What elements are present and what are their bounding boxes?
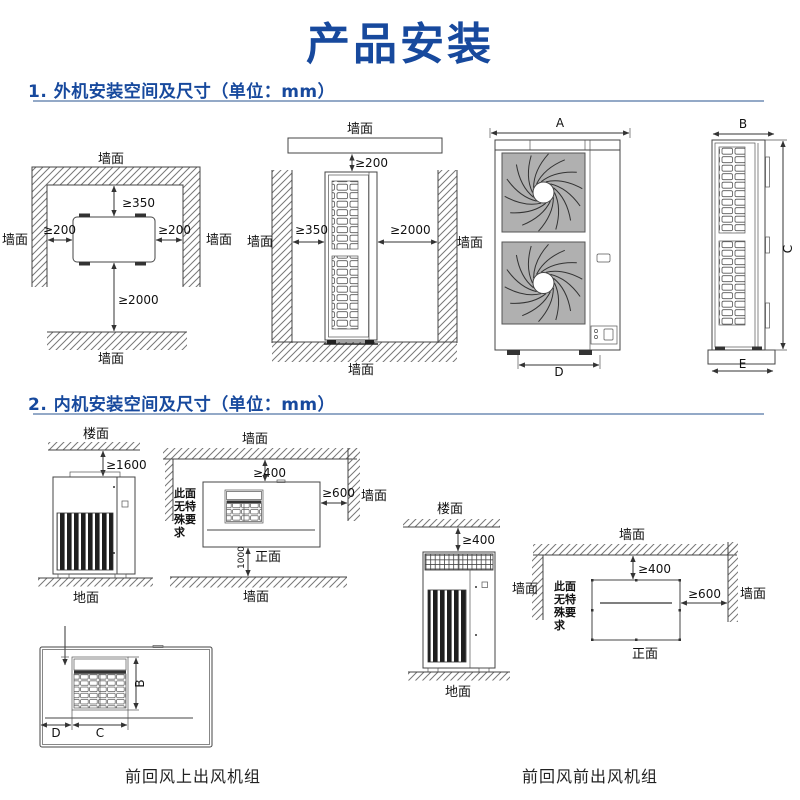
ground-hatching [408, 671, 510, 681]
wall-label: 墙面 [2, 233, 28, 248]
indoor-unit-body [39, 645, 213, 748]
dim-label: ≥2000 [118, 293, 159, 307]
ceiling-label: 楼面 [83, 427, 109, 442]
wall-hatching [532, 542, 738, 622]
dim-label: ≥350 [122, 196, 155, 210]
wall-label: 墙面 [361, 489, 387, 504]
dim-label: A [556, 116, 565, 130]
dim-label: ≥2000 [390, 223, 431, 237]
dim-label: B [739, 117, 747, 131]
wall-label: 墙面 [243, 590, 269, 605]
dimension-arrows [292, 154, 438, 245]
fan-grille [504, 153, 583, 232]
section2-heading: 2. 内机安装空间及尺寸（单位：mm） [28, 395, 336, 415]
no-special-requirement-note: 此面无特殊要求 [554, 580, 576, 632]
ground-label: 地面 [445, 685, 471, 700]
wall-label: 墙面 [740, 587, 766, 602]
outdoor-unit-side [324, 171, 378, 345]
wall-hatching [271, 137, 458, 362]
wall-label: 墙面 [247, 235, 273, 250]
dim-label: ≥200 [158, 223, 191, 237]
wall-hatching [163, 448, 360, 588]
indoor-unit [422, 551, 496, 673]
front-label: 正面 [255, 550, 281, 565]
section2-divider [33, 413, 764, 415]
no-special-requirement-note: 此面无特殊要求 [174, 487, 196, 539]
width-dimension [489, 128, 631, 138]
dim-label: ≥600 [322, 486, 355, 500]
dim-label: B [133, 679, 147, 687]
wall-label: 墙面 [98, 152, 124, 167]
dim-label: ≥1600 [106, 458, 147, 472]
dim-label: ≥200 [355, 156, 388, 170]
outdoor-top-view-diagram: 墙面 ≥350 ≥200 ≥200 ≥2000 墙面 墙面 [2, 152, 232, 367]
wall-label: 墙面 [512, 582, 538, 597]
caption-top-outlet-unit: 前回风上出风机组 [124, 767, 261, 786]
dim-label: ≥400 [638, 562, 671, 576]
dim-label: E [739, 357, 747, 371]
wall-label: 墙面 [98, 352, 124, 367]
ground-label: 地面 [73, 591, 99, 606]
height-dimension [765, 139, 787, 351]
section1-divider [33, 100, 764, 102]
dim-label: C [781, 245, 795, 253]
wall-label: 墙面 [619, 528, 645, 543]
grille-height-dimension [128, 656, 139, 711]
dim-label: 1000 [237, 546, 247, 569]
dim-label: ≥350 [295, 223, 328, 237]
dimension-arrows [47, 185, 183, 332]
ceiling-hatching [48, 442, 140, 451]
wall-label: 墙面 [242, 432, 268, 447]
ceiling-hatching [403, 519, 500, 528]
outdoor-side-view-diagram: 墙面 ≥200 ≥350 ≥2000 [247, 122, 483, 378]
indoor-top-outlet-plan-diagram: 墙面 ≥400 1000 正面 ≥600 墙面 墙面 [163, 432, 387, 605]
wall-label: 墙面 [457, 236, 483, 251]
outdoor-side-elevation-diagram: B C E [707, 117, 795, 374]
indoor-front-outlet-plan-diagram: 墙面 ≥400 ≥600 墙面 墙面 正面 [512, 528, 766, 662]
indoor-front-outlet-side-diagram: 楼面 ≥400 地面 [403, 502, 510, 700]
dim-label: D [51, 726, 60, 740]
indoor-top-outlet-side-diagram: 楼面 ≥1600 地面 [38, 427, 153, 606]
outdoor-unit-side-elevation [707, 139, 776, 365]
base-dimension [517, 355, 601, 369]
wall-hatching [31, 166, 201, 350]
dim-label: ≥400 [253, 466, 286, 480]
front-label: 正面 [632, 647, 658, 662]
bottom-dimensions [40, 710, 129, 730]
wall-label: 墙面 [206, 233, 232, 248]
dim-label: ≥200 [43, 223, 76, 237]
wall-label: 墙面 [347, 122, 373, 137]
ceiling-label: 楼面 [437, 502, 463, 517]
indoor-unit-plan [591, 579, 681, 641]
outdoor-front-view-diagram: A D [489, 116, 631, 379]
fan-grille [504, 243, 583, 323]
indoor-unit [52, 471, 136, 579]
page-title: 产品安装 [306, 19, 494, 70]
indoor-unit-plan [202, 479, 321, 548]
dim-label: ≥400 [462, 533, 495, 547]
outdoor-unit-top [72, 213, 156, 266]
indoor-unit-grille-plan-diagram: D C B [39, 626, 213, 748]
caption-front-outlet-unit: 前回风前出风机组 [521, 767, 658, 786]
wall-label: 墙面 [348, 363, 374, 378]
dim-label: ≥600 [688, 587, 721, 601]
outdoor-unit-front [494, 139, 621, 355]
section1-heading: 1. 外机安装空间及尺寸（单位：mm） [28, 82, 336, 102]
dim-label: D [554, 365, 563, 379]
dim-label: C [96, 726, 104, 740]
ground-hatching [38, 577, 153, 587]
